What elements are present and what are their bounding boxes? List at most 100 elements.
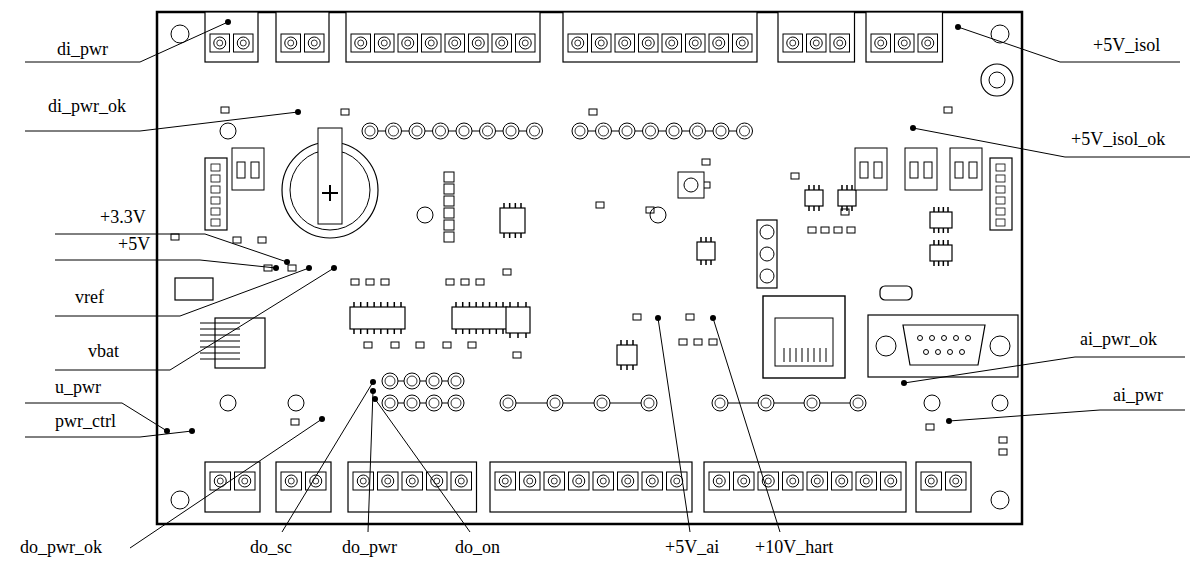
terminal-screw	[355, 37, 367, 49]
terminal-screw	[790, 40, 796, 46]
terminal-screw	[674, 478, 680, 484]
led	[641, 395, 657, 411]
led	[389, 126, 399, 136]
test-point-dot	[306, 265, 312, 271]
ic-pin	[380, 329, 382, 334]
signal-label: u_pwr	[55, 378, 101, 396]
ic-pin	[509, 203, 511, 208]
test-point-dot	[319, 416, 325, 422]
ic-pin	[469, 302, 471, 307]
test-point-dot	[901, 380, 907, 386]
header-pin	[996, 186, 1005, 193]
terminal-slot	[783, 34, 803, 52]
terminal-screw	[548, 475, 560, 487]
dip-lever	[969, 162, 977, 178]
ic-pin	[515, 233, 517, 238]
signal-label: +5V_isol	[1093, 36, 1160, 54]
ic-pin	[700, 260, 702, 265]
smd-pad	[381, 279, 389, 285]
ic-pin	[475, 302, 477, 307]
terminal-screw	[242, 478, 248, 484]
terminal-screw	[572, 37, 584, 49]
ic-pin	[462, 329, 464, 334]
led	[992, 395, 1008, 411]
pin-header	[444, 172, 454, 182]
led	[220, 123, 236, 139]
rj45-pin	[808, 348, 809, 362]
ic-pin	[482, 302, 484, 307]
smd-pad	[596, 202, 604, 208]
led	[385, 376, 395, 386]
ic-pin	[846, 206, 848, 211]
ic-pin	[841, 206, 843, 211]
terminal-screw	[357, 475, 369, 487]
terminal-slot	[807, 472, 828, 490]
db9-pin	[930, 336, 935, 341]
ic-pin	[373, 302, 375, 307]
smd-pad	[291, 419, 299, 425]
led	[409, 123, 425, 139]
led	[527, 123, 543, 139]
ic-pin	[373, 329, 375, 334]
terminal-screw	[790, 478, 796, 484]
ic-pin	[938, 228, 940, 233]
pin-header	[444, 196, 454, 206]
rj45-jack	[763, 296, 845, 378]
led	[503, 398, 513, 408]
terminal-screw	[428, 40, 434, 46]
terminal-block	[348, 462, 477, 512]
ic-pin	[353, 302, 355, 307]
sma-antenna	[981, 64, 1013, 96]
terminal-slot	[351, 34, 371, 52]
ic-pin	[841, 185, 843, 190]
ic-pin	[818, 206, 820, 211]
terminal-screw	[595, 37, 607, 49]
leader-lines	[25, 19, 1190, 548]
terminal-block	[866, 12, 943, 62]
ic-pin	[503, 233, 505, 238]
terminal-slot	[783, 472, 804, 490]
mounting-hole	[171, 491, 189, 509]
smd-pad	[476, 279, 484, 285]
dip-lever	[955, 162, 963, 178]
ic-pin	[943, 240, 945, 245]
sd-card-pin	[200, 341, 240, 342]
terminal-screw	[360, 478, 366, 484]
header-pin	[211, 186, 220, 193]
terminal-block	[346, 12, 540, 62]
ic-pin	[394, 329, 396, 334]
terminal-slot	[520, 472, 541, 490]
terminal-slot	[445, 34, 465, 52]
terminal-slot	[832, 472, 853, 490]
ic-pin	[455, 329, 457, 334]
dip-lever	[874, 162, 882, 178]
header-pin	[211, 175, 220, 182]
terminal-screw	[214, 475, 226, 487]
smd-pad	[633, 314, 641, 320]
signal-label: do_sc	[250, 538, 292, 556]
terminal-slot	[516, 34, 536, 52]
terminal-slot	[807, 34, 827, 52]
fiducial	[417, 207, 433, 223]
terminal-screw	[239, 475, 251, 487]
ic-pin	[626, 340, 628, 345]
db9-pin	[966, 336, 971, 341]
battery-plus	[322, 192, 338, 194]
terminal-slot	[495, 472, 516, 490]
ic-pin	[469, 329, 471, 334]
terminal-screw	[308, 37, 320, 49]
led	[572, 123, 588, 139]
terminal-screw	[692, 40, 698, 46]
terminal-screw	[649, 478, 655, 484]
smd-pad	[221, 107, 229, 113]
ic-pin	[851, 206, 853, 211]
terminal-screw	[928, 478, 934, 484]
header-pin	[211, 197, 220, 204]
terminal-screw	[925, 475, 937, 487]
ic-pin	[632, 365, 634, 370]
terminal-slot	[615, 34, 635, 52]
test-point-dot	[331, 265, 337, 271]
terminal-screw	[455, 475, 467, 487]
ic-pin	[496, 329, 498, 334]
signal-label: pwr_ctrl	[55, 412, 116, 430]
